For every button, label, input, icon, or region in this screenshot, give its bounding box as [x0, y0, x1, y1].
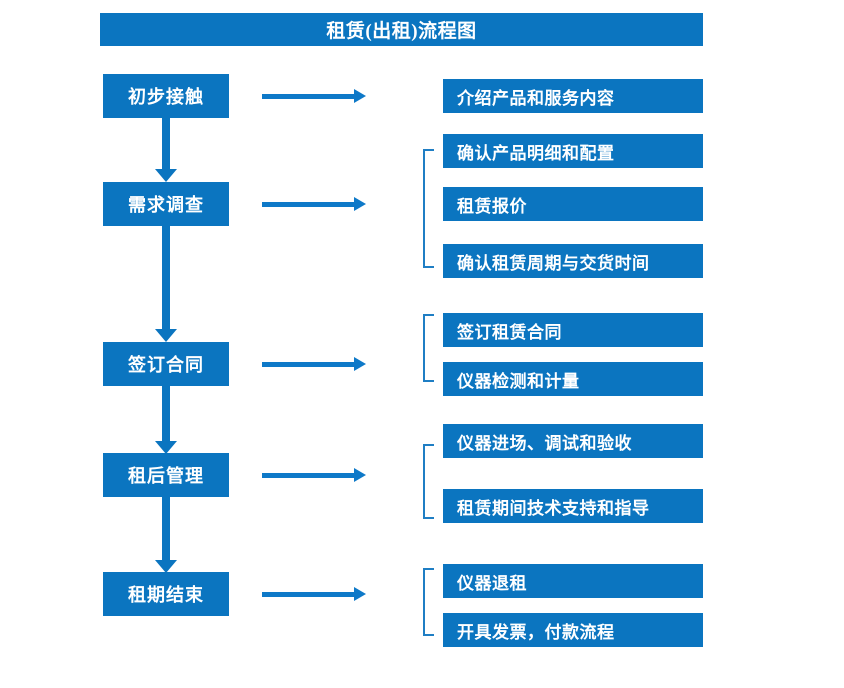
arrow-shaft	[162, 497, 170, 560]
detail-box-technical-support[interactable]: 租赁期间技术支持和指导	[443, 489, 703, 523]
detail-box-instrument-return[interactable]: 仪器退租	[443, 564, 703, 598]
group-bracket-post-rental-management	[423, 444, 434, 519]
connector-arrow-horizontal-1	[262, 89, 366, 103]
connector-arrow-horizontal-5	[262, 587, 366, 601]
arrow-shaft	[162, 118, 170, 169]
detail-label: 签订租赁合同	[457, 322, 562, 342]
detail-label: 开具发票，付款流程	[457, 622, 615, 642]
connector-arrow-horizontal-4	[262, 468, 366, 482]
arrow-head	[354, 587, 366, 601]
detail-label: 介绍产品和服务内容	[457, 88, 615, 108]
detail-label: 仪器检测和计量	[457, 371, 580, 391]
detail-box-instrument-installation[interactable]: 仪器进场、调试和验收	[443, 424, 703, 458]
detail-label: 仪器退租	[457, 573, 527, 593]
group-bracket-rental-end	[423, 568, 434, 636]
stage-label: 初步接触	[128, 87, 204, 107]
detail-label: 确认产品明细和配置	[457, 143, 615, 163]
stage-label: 需求调查	[128, 195, 204, 215]
page-title: 租赁(出租)流程图	[100, 13, 703, 46]
arrow-head	[354, 468, 366, 482]
arrow-shaft	[262, 473, 356, 478]
stage-label: 租后管理	[128, 466, 204, 486]
detail-label: 确认租赁周期与交货时间	[457, 253, 650, 273]
detail-label: 租赁报价	[457, 196, 527, 216]
detail-box-invoice-payment[interactable]: 开具发票，付款流程	[443, 613, 703, 647]
detail-box-introduce-products[interactable]: 介绍产品和服务内容	[443, 79, 703, 113]
detail-box-instrument-inspection[interactable]: 仪器检测和计量	[443, 362, 703, 396]
group-bracket-sign-contract	[423, 314, 434, 382]
connector-arrow-vertical-4	[155, 497, 177, 573]
arrow-head	[354, 197, 366, 211]
connector-arrow-horizontal-2	[262, 197, 366, 211]
group-bracket-needs-survey	[423, 149, 434, 268]
stage-label: 签订合同	[128, 355, 204, 375]
stage-label: 租期结束	[128, 585, 204, 605]
detail-label: 仪器进场、调试和验收	[457, 433, 632, 453]
arrow-head	[155, 329, 177, 342]
connector-arrow-horizontal-3	[262, 357, 366, 371]
arrow-shaft	[262, 94, 356, 99]
detail-label: 租赁期间技术支持和指导	[457, 498, 650, 518]
stage-box-post-rental-management[interactable]: 租后管理	[103, 453, 229, 497]
arrow-shaft	[262, 202, 356, 207]
stage-box-sign-contract[interactable]: 签订合同	[103, 342, 229, 386]
arrow-head	[155, 169, 177, 182]
arrow-shaft	[162, 386, 170, 441]
detail-box-confirm-period-delivery[interactable]: 确认租赁周期与交货时间	[443, 244, 703, 278]
arrow-head	[155, 441, 177, 454]
arrow-shaft	[162, 226, 170, 329]
arrow-head	[354, 357, 366, 371]
arrow-shaft	[262, 362, 356, 367]
connector-arrow-vertical-1	[155, 118, 177, 182]
stage-box-rental-end[interactable]: 租期结束	[103, 572, 229, 616]
detail-box-rental-quote[interactable]: 租赁报价	[443, 187, 703, 221]
detail-box-confirm-product-spec[interactable]: 确认产品明细和配置	[443, 134, 703, 168]
arrow-head	[155, 560, 177, 573]
connector-arrow-vertical-3	[155, 386, 177, 454]
arrow-head	[354, 89, 366, 103]
connector-arrow-vertical-2	[155, 226, 177, 342]
stage-box-initial-contact[interactable]: 初步接触	[103, 74, 229, 118]
detail-box-sign-rental-contract[interactable]: 签订租赁合同	[443, 313, 703, 347]
stage-box-needs-survey[interactable]: 需求调查	[103, 182, 229, 226]
arrow-shaft	[262, 592, 356, 597]
